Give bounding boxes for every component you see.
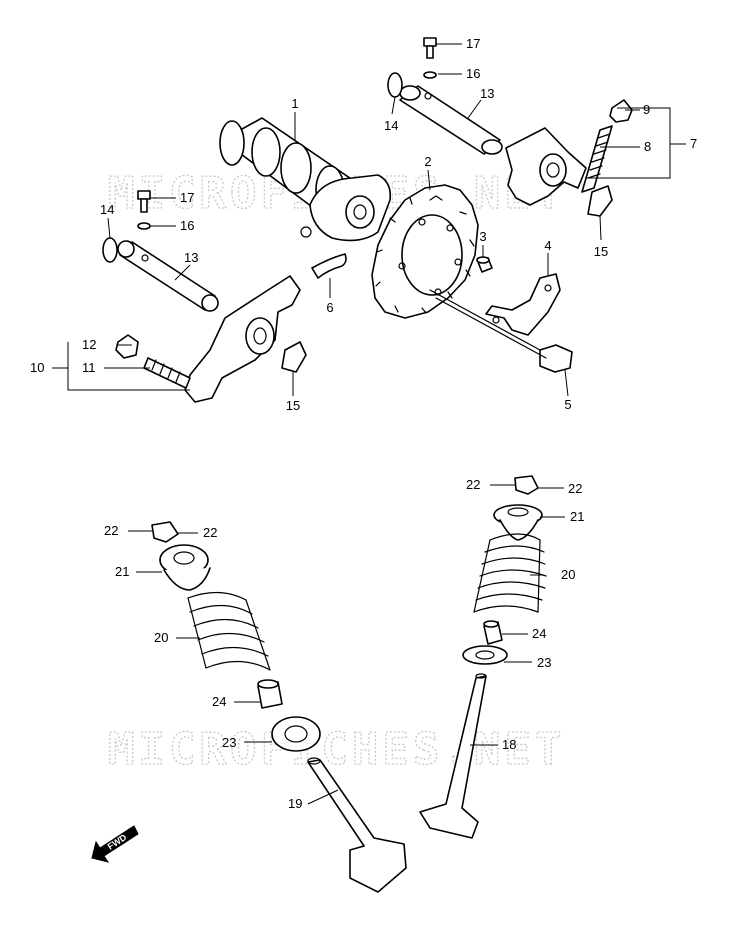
bolt-small-left-part[interactable] (137, 190, 151, 213)
callout-23-right: 23 (537, 655, 551, 670)
callout-22-left-b: 22 (203, 525, 217, 540)
callout-4: 4 (544, 238, 551, 253)
callout-18: 18 (502, 737, 516, 752)
rocker-arm-right-part[interactable] (505, 99, 633, 206)
callout-21-right: 21 (570, 509, 584, 524)
washer-right-part[interactable] (423, 71, 437, 79)
valve-spring-left-part[interactable] (187, 591, 271, 671)
callout-2: 2 (424, 154, 431, 169)
callout-22-right-a: 22 (466, 477, 480, 492)
fwd-arrow-icon: FWD (91, 825, 139, 863)
gasket-right-part[interactable] (587, 185, 613, 217)
stopper-part[interactable] (311, 253, 347, 279)
rocker-arm-left-part[interactable] (115, 275, 301, 403)
o-ring-right-part[interactable] (387, 72, 403, 98)
callout-13-right: 13 (480, 86, 494, 101)
valve-seal-left-part[interactable] (257, 679, 283, 709)
callout-11: 11 (82, 360, 96, 375)
callout-19: 19 (288, 796, 302, 811)
callout-22-left-a: 22 (104, 523, 118, 538)
callout-17-left: 17 (180, 190, 194, 205)
valve-cotter-left-part[interactable] (151, 521, 179, 543)
callout-6: 6 (326, 300, 333, 315)
callout-9: 9 (643, 102, 650, 117)
callout-12: 12 (82, 337, 96, 352)
watermark-bottom: MICROFICHES.NET (108, 724, 565, 775)
callout-1: 1 (291, 96, 298, 111)
spring-seat-left-part[interactable] (271, 716, 321, 752)
callout-5: 5 (564, 397, 571, 412)
callout-20-left: 20 (154, 630, 168, 645)
callout-14-right: 14 (384, 118, 398, 133)
callout-21-left: 21 (115, 564, 129, 579)
bolt-part[interactable] (429, 289, 573, 373)
callout-16-right: 16 (466, 66, 480, 81)
callout-8: 8 (644, 139, 651, 154)
washer-left-part[interactable] (137, 222, 151, 230)
callout-24-right: 24 (532, 626, 546, 641)
valve-retainer-right-part[interactable] (493, 504, 543, 541)
intake-valve-part[interactable] (307, 757, 407, 893)
dowel-pin-part[interactable] (476, 256, 493, 273)
exhaust-valve-part[interactable] (419, 673, 487, 839)
gasket-left-part[interactable] (281, 341, 307, 373)
rocker-shaft-right-part[interactable] (399, 85, 503, 155)
callout-17-right: 17 (466, 36, 480, 51)
cam-sprocket-part[interactable] (371, 184, 479, 319)
callout-numbers: 1 2 3 4 5 6 7 8 9 10 11 12 13 13 14 14 1… (30, 36, 697, 811)
callout-14-left: 14 (100, 202, 114, 217)
valve-cotter-right-part[interactable] (514, 475, 539, 495)
callout-22-right-b: 22 (568, 481, 582, 496)
callout-3: 3 (479, 229, 486, 244)
spring-seat-right-part[interactable] (462, 645, 508, 665)
valve-seal-right-part[interactable] (483, 620, 503, 645)
callout-15-right: 15 (594, 244, 608, 259)
valve-retainer-left-part[interactable] (159, 544, 211, 591)
camshaft-plate-part[interactable] (485, 273, 561, 336)
callout-16-left: 16 (180, 218, 194, 233)
callout-10: 10 (30, 360, 44, 375)
rocker-shaft-left-part[interactable] (117, 240, 219, 312)
bolt-small-right-part[interactable] (423, 37, 437, 59)
callout-13-left: 13 (184, 250, 198, 265)
camshaft-part[interactable] (219, 117, 392, 242)
o-ring-left-part[interactable] (102, 237, 118, 263)
callout-23-left: 23 (222, 735, 236, 750)
callout-20-right: 20 (561, 567, 575, 582)
callout-15-left: 15 (286, 398, 300, 413)
leader-lines (52, 43, 686, 805)
callout-24-left: 24 (212, 694, 226, 709)
valve-spring-right-part[interactable] (473, 533, 547, 613)
callout-7: 7 (690, 136, 697, 151)
